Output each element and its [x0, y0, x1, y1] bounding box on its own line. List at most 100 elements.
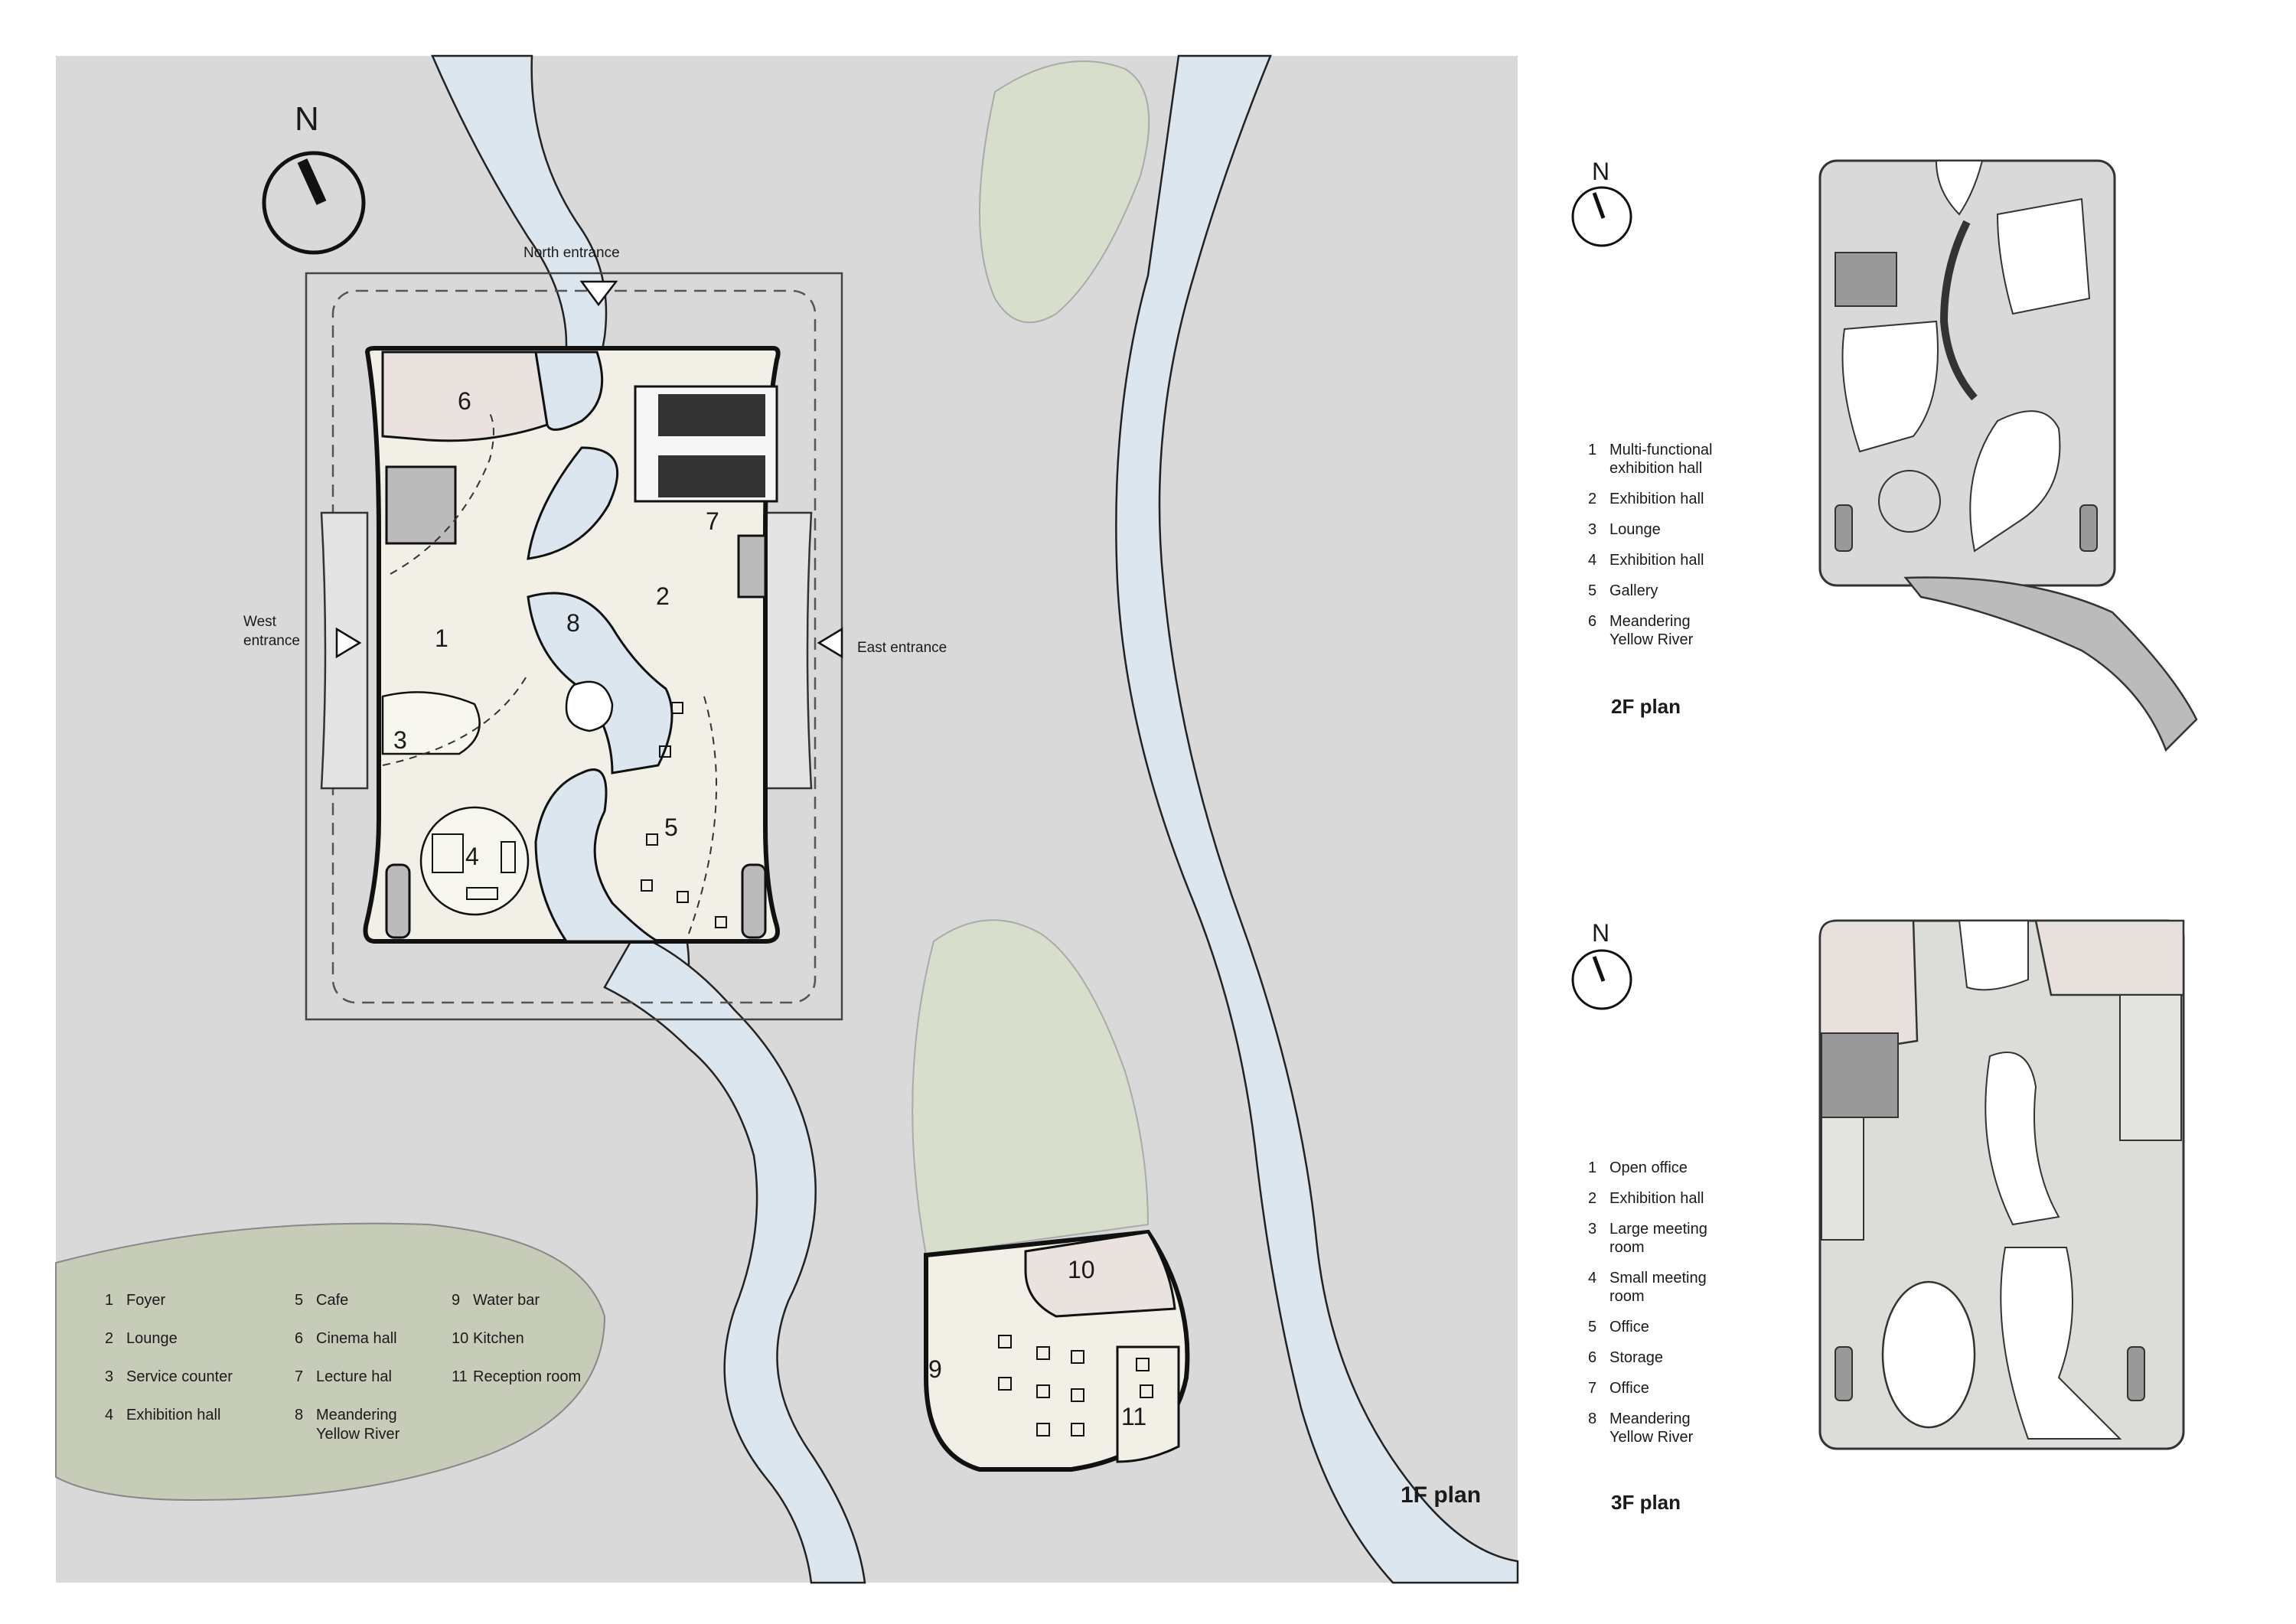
plan-3f-core-sw [1835, 1346, 1853, 1401]
legend-1f-text: Lecture hal [316, 1368, 392, 1385]
legend-2f-text: exhibition hall [1609, 460, 1702, 477]
legend-3f-text: room [1609, 1288, 1645, 1305]
legend-2f-num: 1 [1588, 442, 1596, 458]
legend-1f-text: Yellow River [316, 1426, 400, 1443]
plan-3f-meeting-large [1818, 919, 1919, 1058]
legend-3f-text: Storage [1609, 1349, 1663, 1366]
legend-3f-num: 3 [1588, 1221, 1596, 1238]
plan-2f-title: 2F plan [1611, 695, 1681, 718]
plan-2f-core-se [2079, 504, 2098, 552]
legend-3f-text: Meandering [1609, 1410, 1691, 1427]
legend-2f-num: 3 [1588, 521, 1596, 538]
plan-3f-void-mid [1985, 1052, 2060, 1226]
room-6: 6 [458, 387, 471, 415]
legend-3f-text: room [1609, 1239, 1645, 1256]
legend-2f-text: Exhibition hall [1609, 491, 1704, 507]
legend-1f-text: Foyer [126, 1292, 165, 1309]
legend-3f-text: Open office [1609, 1159, 1688, 1176]
compass-1f-label: N [295, 100, 319, 138]
reception-room-area [1116, 1345, 1180, 1463]
plan-2f-gallery [1841, 320, 1939, 453]
legend-3f-num: 8 [1588, 1410, 1596, 1427]
legend-1f-text: Water bar [473, 1292, 540, 1309]
plan-2f-core [1835, 252, 1897, 307]
legend-2f-text: Yellow River [1609, 631, 1694, 648]
island-pod [565, 680, 614, 732]
plan-3f-offices-north [2034, 919, 2185, 996]
plan-1f-title: 1F plan [1401, 1482, 1481, 1508]
room-3: 3 [393, 726, 407, 754]
legend-3f-num: 6 [1588, 1349, 1596, 1366]
legend-1f-num: 1 [105, 1292, 113, 1309]
room-10: 10 [1068, 1256, 1095, 1283]
legend-3f-text: Exhibition hall [1609, 1190, 1704, 1207]
circulation-arc-2 [382, 673, 529, 766]
room-4: 4 [465, 843, 479, 870]
legend-1f-num: 9 [452, 1292, 460, 1309]
legend-2f-num: 5 [1588, 582, 1596, 599]
east-stair-core [737, 534, 767, 598]
legend-2f: 1 Multi-functional exhibition hall 2 Exh… [1588, 442, 1713, 648]
room-11: 11 [1121, 1403, 1146, 1430]
west-entrance-label-2: entrance [243, 633, 300, 649]
circulation-arc-3 [688, 696, 717, 934]
east-entrance-arrow [817, 627, 843, 659]
inner-river-8 [527, 592, 673, 774]
legend-3f-text: Small meeting [1609, 1270, 1707, 1286]
plan-3f-void-south [2000, 1247, 2122, 1440]
legend-3f-num: 5 [1588, 1319, 1596, 1335]
plan-3f-offices-east [2119, 994, 2182, 1141]
legend-1f-text: Meandering [316, 1407, 397, 1423]
plan-2f-hall [1996, 197, 2091, 315]
legend-2f-text: Exhibition hall [1609, 552, 1704, 569]
seating-grid [658, 394, 765, 497]
compass-3f [1571, 949, 1632, 1010]
legend-3f-num: 7 [1588, 1380, 1596, 1397]
north-lawn [979, 60, 1150, 324]
plan-2f: N 1 Multi-functional exhibition hall 2 E… [1571, 158, 2198, 752]
compass-1f [262, 151, 366, 255]
north-entrance-arrow [579, 280, 618, 307]
legend-2f-num: 2 [1588, 491, 1596, 507]
river-south-segment [603, 932, 866, 1584]
plan-3f: N 1 Open office 2 Exhibition hall 3 Larg… [1571, 919, 2185, 1514]
plan-2f-exhibition [1969, 410, 2061, 553]
cinema-hall-area [381, 351, 549, 442]
plan-2f-void-north [1935, 160, 1984, 216]
legend-2f-text: Gallery [1609, 582, 1658, 599]
legend-1f-num: 7 [295, 1368, 303, 1385]
display-case-b [501, 841, 516, 873]
west-entrance-label-1: West [243, 614, 277, 630]
legend-3f-text: Yellow River [1609, 1429, 1694, 1446]
legend-1f-text: Exhibition hall [126, 1407, 220, 1423]
compass-3f-label: N [1592, 919, 1609, 947]
room-7: 7 [706, 507, 719, 535]
east-canopy [764, 511, 813, 790]
legend-1f-num: 8 [295, 1407, 303, 1423]
room-8: 8 [566, 609, 580, 637]
southwest-lawn [55, 1222, 606, 1502]
legend-2f-num: 4 [1588, 552, 1596, 569]
room-9: 9 [928, 1355, 942, 1383]
compass-2f [1571, 186, 1632, 247]
service-counter [381, 691, 481, 755]
legend-1f-num: 2 [105, 1330, 113, 1347]
plan-3f-void-north [1958, 920, 2029, 991]
legend-1f-num: 4 [105, 1407, 113, 1423]
legend-1f: 1 Foyer 2 Lounge 3 Service counter 4 Exh… [105, 1292, 581, 1443]
southeast-core [741, 863, 767, 939]
legend-1f-text: Kitchen [473, 1330, 524, 1347]
plan-2f-bridge [1903, 576, 2198, 752]
plan-2f-ramp [1939, 220, 1978, 401]
west-entrance-arrow [335, 627, 362, 659]
inner-river-upper [527, 446, 619, 560]
legend-3f-num: 4 [1588, 1270, 1596, 1286]
display-case-a [432, 833, 464, 873]
legend-1f-text: Service counter [126, 1368, 233, 1385]
north-entrance-label: North entrance [523, 245, 620, 261]
inner-river-south [534, 768, 659, 943]
circulation-arc-1 [390, 413, 494, 575]
east-entrance-label: East entrance [857, 640, 947, 656]
legend-2f-text: Lounge [1609, 521, 1661, 538]
